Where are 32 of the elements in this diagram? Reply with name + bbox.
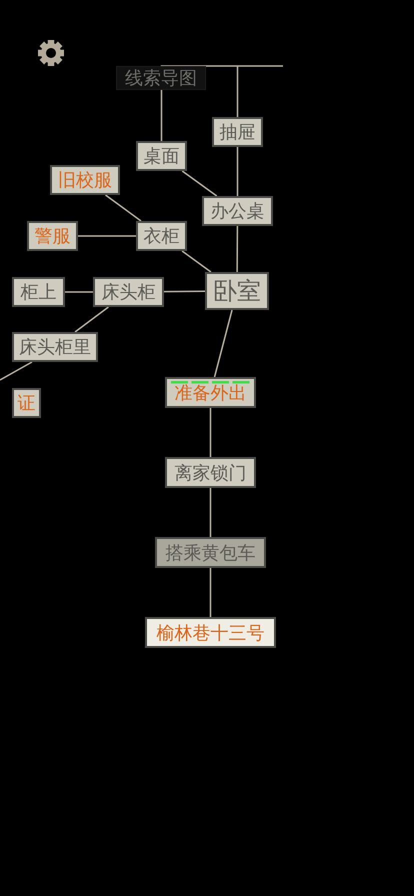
connector-line [164,290,205,292]
clue-box: 桌面 [136,141,187,171]
connector-line [65,291,93,293]
connector-line [210,408,212,457]
title-box: 线索导图 [116,66,206,90]
action-box: 准备外出 [165,377,256,408]
clue-box: 柜上 [12,277,65,307]
connector-line [236,226,238,272]
connector-line [78,235,136,237]
connector-line [214,310,233,378]
clue-box: 床头柜里 [12,332,98,362]
clue-box: 床头柜 [93,277,164,307]
connector-line [105,194,142,222]
connector-line [210,568,212,617]
clue-box: 抽屉 [212,117,263,147]
connector-line [182,250,212,273]
connector-line [0,361,32,381]
clue-box: 证 [12,388,41,418]
clue-box: 衣柜 [136,221,187,251]
clue-box: 旧校服 [50,165,120,195]
connector-line [236,66,238,117]
connector-line [236,147,238,196]
connector-line [182,170,218,197]
room-box: 卧室 [205,272,269,310]
connector-line [74,306,109,333]
action-box: 搭乘黄包车 [155,537,266,568]
clue-box: 办公桌 [202,196,273,226]
clue-box: 离家锁门 [165,457,256,488]
clue-box: 警服 [27,221,78,251]
connector-line [210,488,212,537]
connector-line [160,65,283,141]
location-box: 榆林巷十三号 [145,617,276,648]
